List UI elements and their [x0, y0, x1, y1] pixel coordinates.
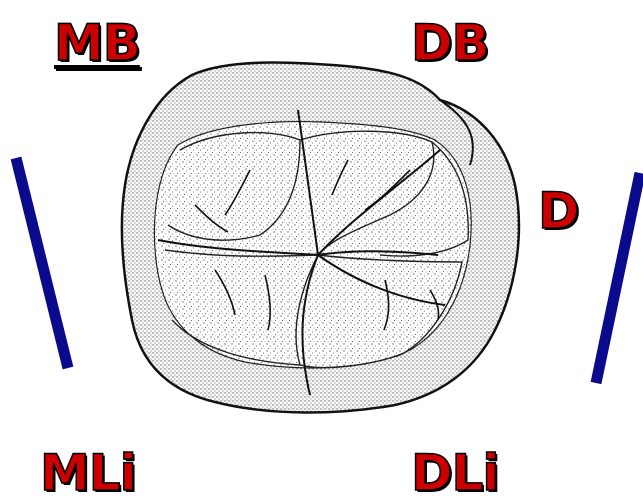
label-mesiobuccal: MB: [54, 18, 140, 68]
molar-occlusal-view: [122, 63, 519, 413]
label-distobuccal: DB: [411, 18, 489, 68]
label-distal: D: [538, 186, 579, 236]
right-divider-line: [596, 173, 640, 383]
label-mesiolingual: MLi: [40, 448, 136, 498]
label-distolingual: DLi: [411, 448, 499, 498]
occlusal-table: [154, 122, 471, 368]
left-divider-line: [16, 158, 68, 368]
